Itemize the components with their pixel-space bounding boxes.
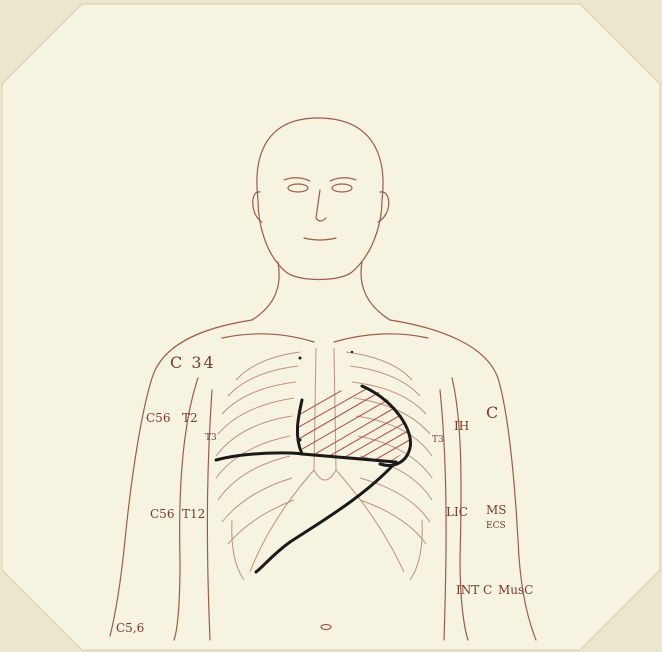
label-ms: MS — [486, 503, 507, 517]
label-t3-left: T3 — [205, 433, 217, 443]
dot-right — [351, 351, 353, 353]
label-t2-left: T2 — [182, 411, 198, 425]
label-lic: LIC — [446, 505, 468, 519]
dot-lower — [299, 439, 302, 442]
label-c34: C 34 — [170, 353, 216, 372]
label-ecs: ECS — [486, 521, 506, 531]
paper-card — [2, 4, 660, 650]
label-c56-mid: C56 — [150, 507, 174, 521]
label-c-right: C — [486, 403, 500, 422]
label-c56-lower: C5,6 — [116, 621, 144, 635]
label-intc: INT C — [456, 583, 492, 597]
label-ih: IH — [454, 419, 469, 433]
label-t12: T12 — [182, 507, 205, 521]
label-musc: MusC — [498, 583, 533, 597]
label-t3-right: T3 — [432, 435, 444, 445]
dot-upper — [299, 357, 302, 360]
label-c56-upper: C56 — [146, 411, 170, 425]
